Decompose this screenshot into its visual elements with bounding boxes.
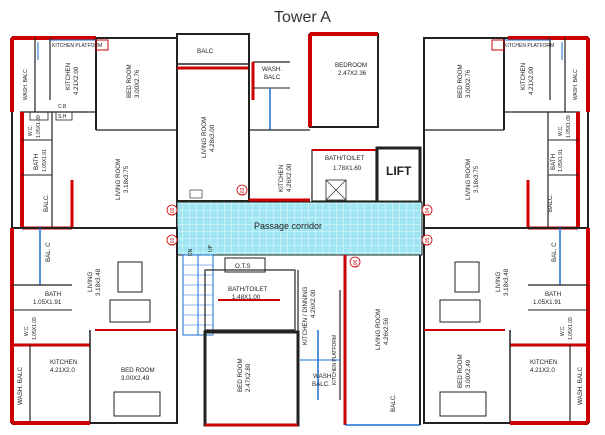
- lift-label: LIFT: [386, 164, 412, 178]
- bl-kitchen-label: KITCHEN: [50, 359, 77, 366]
- bl-bath-label: BATH: [45, 291, 61, 298]
- bc-bedroom-label: BED ROOM: [237, 358, 244, 392]
- tr-kitchen-dim: 4.21X2.00: [528, 66, 535, 95]
- bc-living-dim: 4.26x2.56: [383, 317, 390, 345]
- tl-balc-label: BALC.: [43, 194, 50, 212]
- tl-sh-label: S.H: [58, 114, 67, 120]
- br-kitchen-dim: 4.21X2.0: [530, 367, 555, 374]
- bl-kitchen-dim: 4.21X2.0: [50, 367, 75, 374]
- tr-wash-balc-label: WASH. BALC: [573, 69, 579, 100]
- corridor-label: Passage corridor: [254, 221, 322, 231]
- br-balc-label: BAL. C: [551, 242, 558, 262]
- ots-label: O.T.S: [235, 263, 250, 270]
- br-bedroom-dim: 3.00X2.49: [465, 359, 472, 388]
- tl-bath-label: BATH: [33, 154, 40, 170]
- tc-kitchen-dim: 4.26X2.00: [286, 163, 293, 192]
- tl-bedroom-dim: 3.00X2.76: [134, 69, 141, 98]
- tl-wash-balc-label: WASH. BALC: [23, 69, 29, 100]
- tr-bedroom-dim: 3.00X2.76: [465, 69, 472, 98]
- br-wc-dim: 1.05X1.09: [568, 317, 574, 340]
- tc-living-dim: 4.28x3.00: [209, 124, 216, 152]
- bc-bedroom-dim: 2.47X2.80: [245, 363, 252, 392]
- bl-living-label: LIVING: [87, 272, 94, 292]
- stair-up-label: UP: [208, 244, 214, 252]
- bl-wash-label: WASH. BALC: [17, 367, 24, 405]
- bl-wc-dim: 1.05X1.09: [32, 317, 38, 340]
- tr-kitchen-platform-label: KITCHEN PLATFORM: [504, 43, 554, 49]
- tl-kitchen-platform-label: KITCHEN PLATFORM: [52, 43, 102, 49]
- stair-core: [182, 254, 266, 336]
- marker-102: 102: [170, 207, 176, 216]
- tl-kitchen-label: KITCHEN: [65, 63, 72, 90]
- bc-living-label: LIVING ROOM: [375, 309, 382, 350]
- apartment-bottom-left: [10, 227, 178, 425]
- tr-bedroom-label: BED ROOM: [457, 64, 464, 98]
- br-living-label: LIVING: [495, 272, 502, 292]
- tr-living-dim: 3.18x3.75: [473, 165, 480, 193]
- bl-bath-dim: 1.05X1.91: [33, 299, 62, 306]
- tc-wash-balc-label: BALC: [264, 74, 281, 81]
- tr-wc-label: W.C.: [558, 125, 564, 136]
- apartment-top-center: [176, 32, 422, 204]
- tc-bath-label: BATH/TOILET: [325, 155, 365, 162]
- bl-balc-label: BAL. C: [45, 242, 52, 262]
- tc-living-label: LIVING ROOM: [201, 117, 208, 158]
- marker-106: 106: [353, 259, 359, 268]
- tr-balc-label: BALC.: [547, 194, 554, 212]
- br-bath-dim: 1.05X1.91: [533, 299, 562, 306]
- br-wash-label: WASH. BALC: [577, 367, 584, 405]
- tc-bath-dim: 1.78X1.60: [333, 165, 362, 172]
- tr-wc-dim: 1.05X1.09: [566, 115, 572, 138]
- br-wc-label: W.C.: [560, 325, 566, 336]
- br-bath-label: BATH: [545, 291, 561, 298]
- bl-wc-label: W.C.: [24, 325, 30, 336]
- br-kitchen-label: KITCHEN: [530, 359, 557, 366]
- tc-bedroom-label: BEDROOM: [335, 62, 367, 69]
- tr-living-label: LIVING ROOM: [465, 159, 472, 200]
- tr-kitchen-label: KITCHEN: [520, 63, 527, 90]
- tl-living-dim: 3.18x3.75: [123, 165, 130, 193]
- bc-balc-label: BALC.: [390, 394, 397, 412]
- br-living-dim: 3.18x3.48: [503, 268, 510, 296]
- marker-101: 101: [170, 237, 176, 246]
- plan-title: Tower A: [274, 9, 331, 26]
- bl-bedroom-label: BED ROOM: [121, 367, 155, 374]
- tc-kitchen-label: KITCHEN: [278, 165, 285, 192]
- bc-wash-balc-label: BALC.: [312, 381, 330, 388]
- apartment-top-right: [423, 36, 590, 230]
- apartment-bottom-center: [203, 255, 421, 427]
- br-bedroom-label: BED ROOM: [457, 354, 464, 388]
- tl-living-label: LIVING ROOM: [115, 159, 122, 200]
- tl-wc-label: W.C.: [28, 125, 34, 136]
- bl-bedroom-dim: 3.00X2.49: [121, 375, 150, 382]
- marker-104: 104: [425, 207, 431, 216]
- tl-kitchen-dim: 4.21X2.00: [73, 66, 80, 95]
- tl-bath-dim: 1.05X1.91: [42, 149, 48, 172]
- tr-bath-dim: 1.05X1.91: [558, 149, 564, 172]
- marker-105: 105: [425, 237, 431, 246]
- bc-kitchen-dim: 4.26X2.00: [310, 289, 317, 318]
- passage-corridor: [176, 201, 423, 256]
- tl-wc-dim: 1.05X1.09: [36, 115, 42, 138]
- marker-circles: [166, 184, 433, 268]
- tr-bath-label: BATH: [550, 154, 557, 170]
- bc-bath-label: BATH/TOILET: [228, 286, 268, 293]
- bc-kitchen-platform-label: KITCHEN PLATFORM: [332, 335, 338, 385]
- bc-kitchen-label: KITCHEN / DINNING: [302, 286, 309, 345]
- bc-bath-dim: 1.48X1.00: [232, 294, 261, 301]
- bc-wash-label: WASH.: [313, 373, 333, 380]
- tl-cb-label: C.B: [58, 104, 67, 110]
- tc-bedroom-dim: 2.47X2.36: [338, 70, 367, 77]
- stair-dn-label: DN: [188, 248, 194, 256]
- tl-bedroom-label: BED ROOM: [126, 64, 133, 98]
- bl-living-dim: 3.18x3.48: [95, 268, 102, 296]
- tc-wash-label: WASH.: [262, 66, 282, 73]
- marker-103: 103: [240, 187, 246, 196]
- apartment-bottom-right: [423, 227, 590, 425]
- tc-balc-label: BALC: [197, 48, 214, 55]
